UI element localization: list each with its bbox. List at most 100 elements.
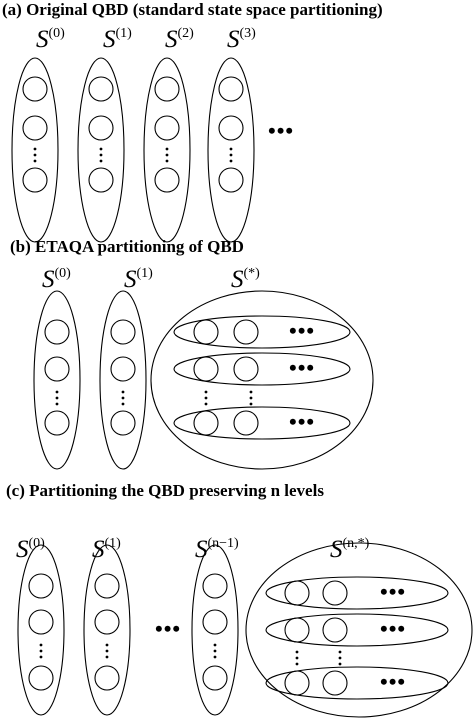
set-superscript: (1) — [116, 26, 133, 41]
state-circle — [233, 319, 259, 345]
state-circle — [193, 319, 219, 345]
vertical-ellipsis-dot — [338, 656, 342, 660]
panel-c-level-n-star-label: S(n,*) — [330, 536, 370, 563]
state-circle — [94, 665, 120, 691]
panel-c-level-0-set — [17, 544, 65, 716]
vertical-ellipsis-dot — [338, 650, 342, 654]
vertical-ellipsis-dot — [121, 396, 125, 400]
state-circle — [233, 356, 259, 382]
set-superscript: (n−1) — [208, 536, 240, 551]
vertical-ellipsis-dot — [229, 147, 233, 151]
state-circle — [88, 115, 114, 141]
set-letter: S — [227, 26, 240, 53]
set-superscript: (0) — [29, 536, 46, 551]
vertical-ellipsis-dot — [99, 159, 103, 163]
state-circle — [284, 670, 310, 696]
vertical-ellipsis-dot — [55, 390, 59, 394]
row-ellipse — [265, 666, 449, 700]
vertical-ellipsis-dot — [213, 649, 217, 653]
state-circle — [322, 580, 348, 606]
set-superscript: (*) — [244, 266, 261, 281]
panel-b-level-0-label: S(0) — [42, 266, 71, 293]
aggregate-row: ••• — [265, 666, 449, 700]
vertical-ellipsis-dot — [229, 159, 233, 163]
level-ellipse — [33, 290, 81, 470]
aggregate-row: ••• — [173, 406, 351, 440]
level-ellipse — [207, 57, 255, 243]
state-circle — [218, 76, 244, 102]
state-circle — [88, 167, 114, 193]
state-circle — [22, 76, 48, 102]
row-ellipse — [173, 352, 351, 386]
aggregate-row: ••• — [265, 613, 449, 647]
level-ellipse — [77, 57, 125, 243]
vertical-ellipsis-dot — [99, 153, 103, 157]
panel-a: (a) Original QBD (standard state space p… — [2, 0, 383, 243]
panel-c-level-0-label: S(0) — [16, 536, 45, 563]
vertical-ellipsis-dot — [165, 147, 169, 151]
level-ellipse — [83, 544, 131, 716]
panel-a-level-1-label: S(1) — [103, 26, 132, 53]
state-circle — [110, 410, 136, 436]
panel-a-level-3-label: S(3) — [227, 26, 256, 53]
panel-a-continuation-ellipsis: ••• — [268, 118, 294, 143]
vertical-ellipsis-dot — [249, 396, 253, 400]
set-letter: S — [165, 26, 178, 53]
panel-b-level-1-set — [99, 290, 147, 470]
vertical-ellipsis-dot — [213, 655, 217, 659]
state-circle — [28, 665, 54, 691]
vertical-ellipsis-dot — [105, 643, 109, 647]
state-circle — [44, 319, 70, 345]
row-continuation-ellipsis: ••• — [289, 318, 315, 343]
vertical-ellipsis-dot — [39, 649, 43, 653]
panel-b-level-1-label: S(1) — [124, 266, 153, 293]
row-ellipse — [265, 576, 449, 610]
state-circle — [44, 410, 70, 436]
state-circle — [88, 76, 114, 102]
vertical-ellipsis-dot — [121, 390, 125, 394]
state-circle — [44, 356, 70, 382]
vertical-ellipsis-dot — [249, 390, 253, 394]
vertical-ellipsis-dot — [99, 147, 103, 151]
set-letter: S — [36, 26, 49, 53]
vertical-ellipsis-dot — [165, 159, 169, 163]
set-letter: S — [330, 536, 343, 563]
panel-a-title: (a) Original QBD (standard state space p… — [2, 0, 383, 19]
panel-b-level-star-label: S(*) — [231, 266, 260, 293]
set-superscript: (0) — [55, 266, 72, 281]
vertical-ellipsis-dot — [105, 649, 109, 653]
state-circle — [202, 665, 228, 691]
state-circle — [28, 573, 54, 599]
vertical-ellipsis-dot — [249, 402, 253, 406]
row-continuation-ellipsis: ••• — [289, 355, 315, 380]
level-ellipse — [99, 290, 147, 470]
set-letter: S — [16, 536, 29, 563]
aggregate-ellipse — [245, 542, 473, 718]
set-superscript: (3) — [240, 26, 257, 41]
state-circle — [202, 573, 228, 599]
panel-c-level-1-set — [83, 544, 131, 716]
panel-b-title: (b) ETAQA partitioning of QBD — [10, 237, 244, 256]
set-letter: S — [42, 266, 55, 293]
vertical-ellipsis-dot — [295, 656, 299, 660]
panel-a-level-1-set — [77, 57, 125, 243]
state-circle — [154, 76, 180, 102]
state-circle — [22, 115, 48, 141]
level-ellipse — [143, 57, 191, 243]
panel-b-level-0-set — [33, 290, 81, 470]
set-letter: S — [231, 266, 244, 293]
state-circle — [154, 167, 180, 193]
panel-a-level-2-label: S(2) — [165, 26, 194, 53]
panel-c-continuation-ellipsis: ••• — [155, 616, 181, 641]
vertical-ellipsis-dot — [105, 655, 109, 659]
state-circle — [28, 609, 54, 635]
state-circle — [218, 115, 244, 141]
panel-a-level-2-set — [143, 57, 191, 243]
vertical-ellipsis-dot — [39, 655, 43, 659]
vertical-ellipsis-dot — [121, 402, 125, 406]
state-circle — [22, 167, 48, 193]
aggregate-row: ••• — [173, 315, 351, 349]
set-superscript: (1) — [105, 536, 122, 551]
